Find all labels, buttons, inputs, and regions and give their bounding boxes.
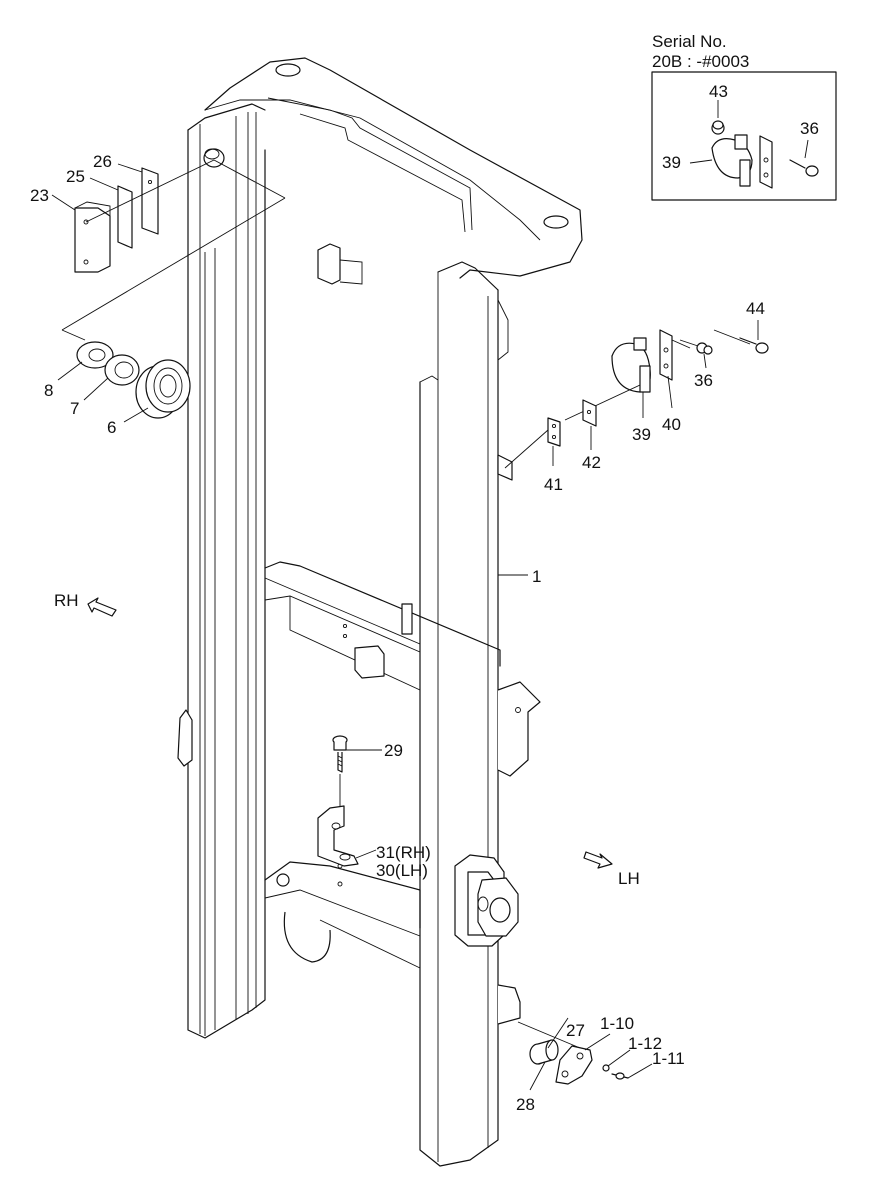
part-40 bbox=[659, 329, 691, 381]
label-29: 29 bbox=[384, 741, 403, 760]
part-39 bbox=[611, 337, 651, 393]
mast-frame bbox=[177, 57, 583, 1167]
inset-label-36: 36 bbox=[800, 119, 819, 138]
center-plate-set bbox=[317, 735, 359, 867]
serial-range: 20B : -#0003 bbox=[652, 52, 749, 71]
part-6 bbox=[135, 359, 191, 419]
part-1-12 bbox=[602, 1064, 610, 1072]
label-41: 41 bbox=[544, 475, 563, 494]
part-8 bbox=[76, 341, 114, 369]
label-31: 31(RH) bbox=[376, 843, 431, 862]
inset-clamp-39 bbox=[711, 134, 753, 187]
part-41 bbox=[547, 417, 561, 447]
label-36: 36 bbox=[694, 371, 713, 390]
inset-label-43: 43 bbox=[709, 82, 728, 101]
label-1: 1 bbox=[532, 567, 541, 586]
pipe-clamp-set bbox=[504, 329, 769, 469]
label-40: 40 bbox=[662, 415, 681, 434]
inset-frame bbox=[651, 71, 837, 201]
lh-direction-label: LH bbox=[618, 869, 640, 888]
upper-roller-set bbox=[61, 148, 286, 419]
label-28: 28 bbox=[516, 1095, 535, 1114]
inset-label-39: 39 bbox=[662, 153, 681, 172]
serial-inset: Serial No. 20B : -#0003 43 bbox=[651, 32, 837, 201]
label-23: 23 bbox=[30, 186, 49, 205]
part-23 bbox=[74, 201, 111, 273]
label-30: 30(LH) bbox=[376, 861, 428, 880]
label-26: 26 bbox=[93, 152, 112, 171]
label-42: 42 bbox=[582, 453, 601, 472]
leader-lines bbox=[51, 163, 759, 1091]
inset-nut-43 bbox=[711, 120, 725, 135]
part-7 bbox=[104, 354, 140, 386]
label-44: 44 bbox=[746, 299, 765, 318]
label-1-12: 1-12 bbox=[628, 1034, 662, 1053]
rh-arrow bbox=[87, 597, 117, 617]
rh-direction-label: RH bbox=[54, 591, 79, 610]
part-1-10 bbox=[555, 1045, 593, 1085]
label-1-11: 1-11 bbox=[652, 1049, 685, 1068]
lh-arrow bbox=[583, 851, 613, 869]
inset-bracket bbox=[759, 135, 773, 189]
part-25 bbox=[117, 185, 133, 249]
lower-bushing-set bbox=[517, 1021, 629, 1085]
part-labels: 23 25 26 8 7 6 1 29 31(RH) 30(LH) 41 42 … bbox=[30, 152, 765, 1114]
label-25: 25 bbox=[66, 167, 85, 186]
part-30-31 bbox=[317, 805, 359, 867]
label-6: 6 bbox=[107, 418, 116, 437]
serial-label: Serial No. bbox=[652, 32, 727, 51]
label-39: 39 bbox=[632, 425, 651, 444]
label-27: 27 bbox=[566, 1021, 585, 1040]
part-1-11 bbox=[611, 1072, 629, 1080]
part-29 bbox=[332, 735, 348, 773]
label-7: 7 bbox=[70, 399, 79, 418]
inset-bolt-36 bbox=[789, 159, 819, 177]
label-1-10: 1-10 bbox=[600, 1014, 634, 1033]
part-44 bbox=[713, 329, 769, 354]
part-27-28 bbox=[529, 1039, 559, 1065]
part-26 bbox=[141, 167, 159, 235]
part-36 bbox=[679, 339, 713, 355]
label-8: 8 bbox=[44, 381, 53, 400]
part-42 bbox=[582, 399, 597, 427]
